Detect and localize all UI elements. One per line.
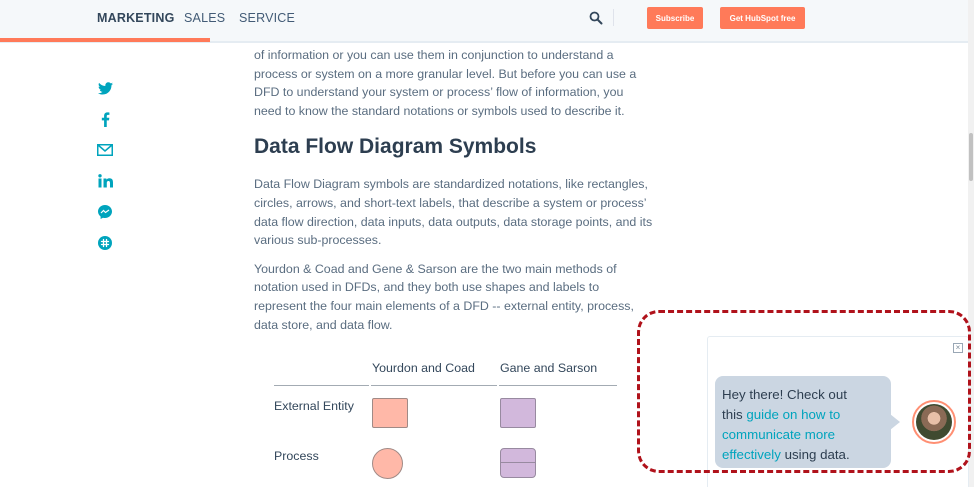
- messenger-icon: [98, 205, 112, 219]
- tab-service[interactable]: SERVICE: [239, 11, 296, 25]
- table-header-divider: [499, 385, 617, 386]
- twitter-share-button[interactable]: [97, 80, 113, 96]
- linkedin-share-button[interactable]: [97, 173, 113, 189]
- slack-share-button[interactable]: [97, 235, 113, 251]
- row-label-external-entity: External Entity: [274, 399, 354, 413]
- chat-bubble-tail: [890, 414, 900, 430]
- subscribe-button[interactable]: Subscribe: [647, 7, 703, 29]
- paragraph-symbols-definition: Data Flow Diagram symbols are standardiz…: [254, 177, 653, 248]
- chat-message-text: using data.: [780, 447, 850, 462]
- intro-paragraph: of information or you can use them in co…: [254, 48, 637, 118]
- column-header-gane-sarson: Gane and Sarson: [500, 361, 598, 375]
- top-navigation: MARKETING SALES SERVICE Subscribe Get Hu…: [0, 0, 968, 43]
- linkedin-icon: [97, 174, 113, 188]
- get-hubspot-free-button[interactable]: Get HubSpot free: [720, 7, 805, 29]
- section-heading: Data Flow Diagram Symbols: [254, 135, 537, 159]
- table-header-divider: [371, 385, 497, 386]
- email-icon: [97, 144, 113, 156]
- article-body: of information or you can use them in co…: [254, 44, 654, 334]
- paragraph-notation-methods: Yourdon & Coad and Gene & Sarson are the…: [254, 261, 634, 332]
- table-header-divider: [274, 385, 369, 386]
- nav-divider: [613, 9, 614, 26]
- gane-external-entity-rectangle: [500, 398, 536, 428]
- chat-agent-avatar[interactable]: [912, 400, 956, 444]
- tab-marketing[interactable]: MARKETING: [97, 11, 175, 25]
- active-tab-indicator: [0, 38, 210, 42]
- column-header-yourdon-coad: Yourdon and Coad: [372, 361, 475, 375]
- messenger-share-button[interactable]: [97, 204, 113, 220]
- avatar-photo: [916, 404, 952, 440]
- chat-message-line-1: Hey there! Check out: [722, 387, 847, 402]
- chat-message-bubble: Hey there! Check out this guide on how t…: [715, 376, 891, 468]
- chat-message-text: this: [722, 407, 747, 422]
- search-icon[interactable]: [589, 11, 603, 25]
- twitter-icon: [97, 81, 113, 94]
- scrollbar-thumb[interactable]: [969, 133, 973, 181]
- chat-guide-link[interactable]: guide on how to: [746, 407, 841, 422]
- yourdon-external-entity-rectangle: [372, 398, 408, 428]
- chat-guide-link[interactable]: communicate more: [722, 427, 836, 442]
- yourdon-process-circle: [372, 448, 403, 479]
- chat-guide-link[interactable]: effectively: [722, 447, 781, 462]
- facebook-icon: [101, 111, 109, 127]
- process-divider-line: [501, 462, 535, 463]
- page-scrollbar[interactable]: [968, 0, 974, 487]
- close-chat-button[interactable]: ×: [953, 343, 963, 353]
- facebook-share-button[interactable]: [97, 111, 113, 127]
- gane-process-rounded-rectangle: [500, 448, 536, 478]
- email-share-button[interactable]: [97, 142, 113, 158]
- row-label-process: Process: [274, 449, 319, 463]
- slack-icon: [98, 236, 112, 250]
- tab-sales[interactable]: SALES: [184, 11, 226, 25]
